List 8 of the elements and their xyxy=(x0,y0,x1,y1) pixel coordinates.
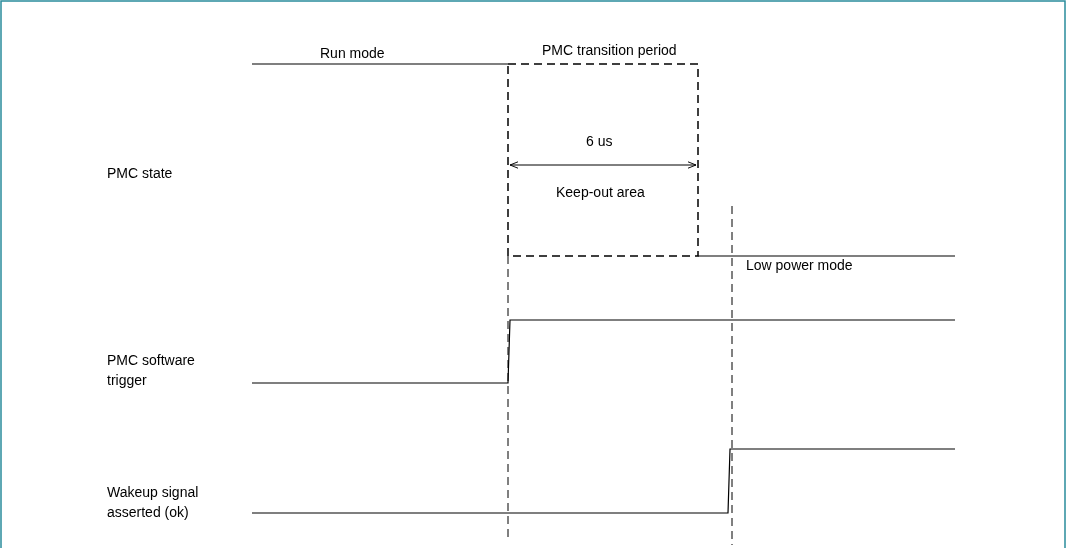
signal-name: PMC state xyxy=(107,164,173,183)
mode-label: Low power mode xyxy=(746,256,853,275)
dimension-label: 6 us xyxy=(586,132,613,151)
period-label: PMC transition period xyxy=(542,41,677,60)
signal-name: Wakeup signal asserted (ok) xyxy=(107,483,200,522)
area-label: Keep-out area xyxy=(556,183,645,202)
signal-name: PMC software trigger xyxy=(107,351,196,390)
mode-label: Run mode xyxy=(320,44,385,63)
